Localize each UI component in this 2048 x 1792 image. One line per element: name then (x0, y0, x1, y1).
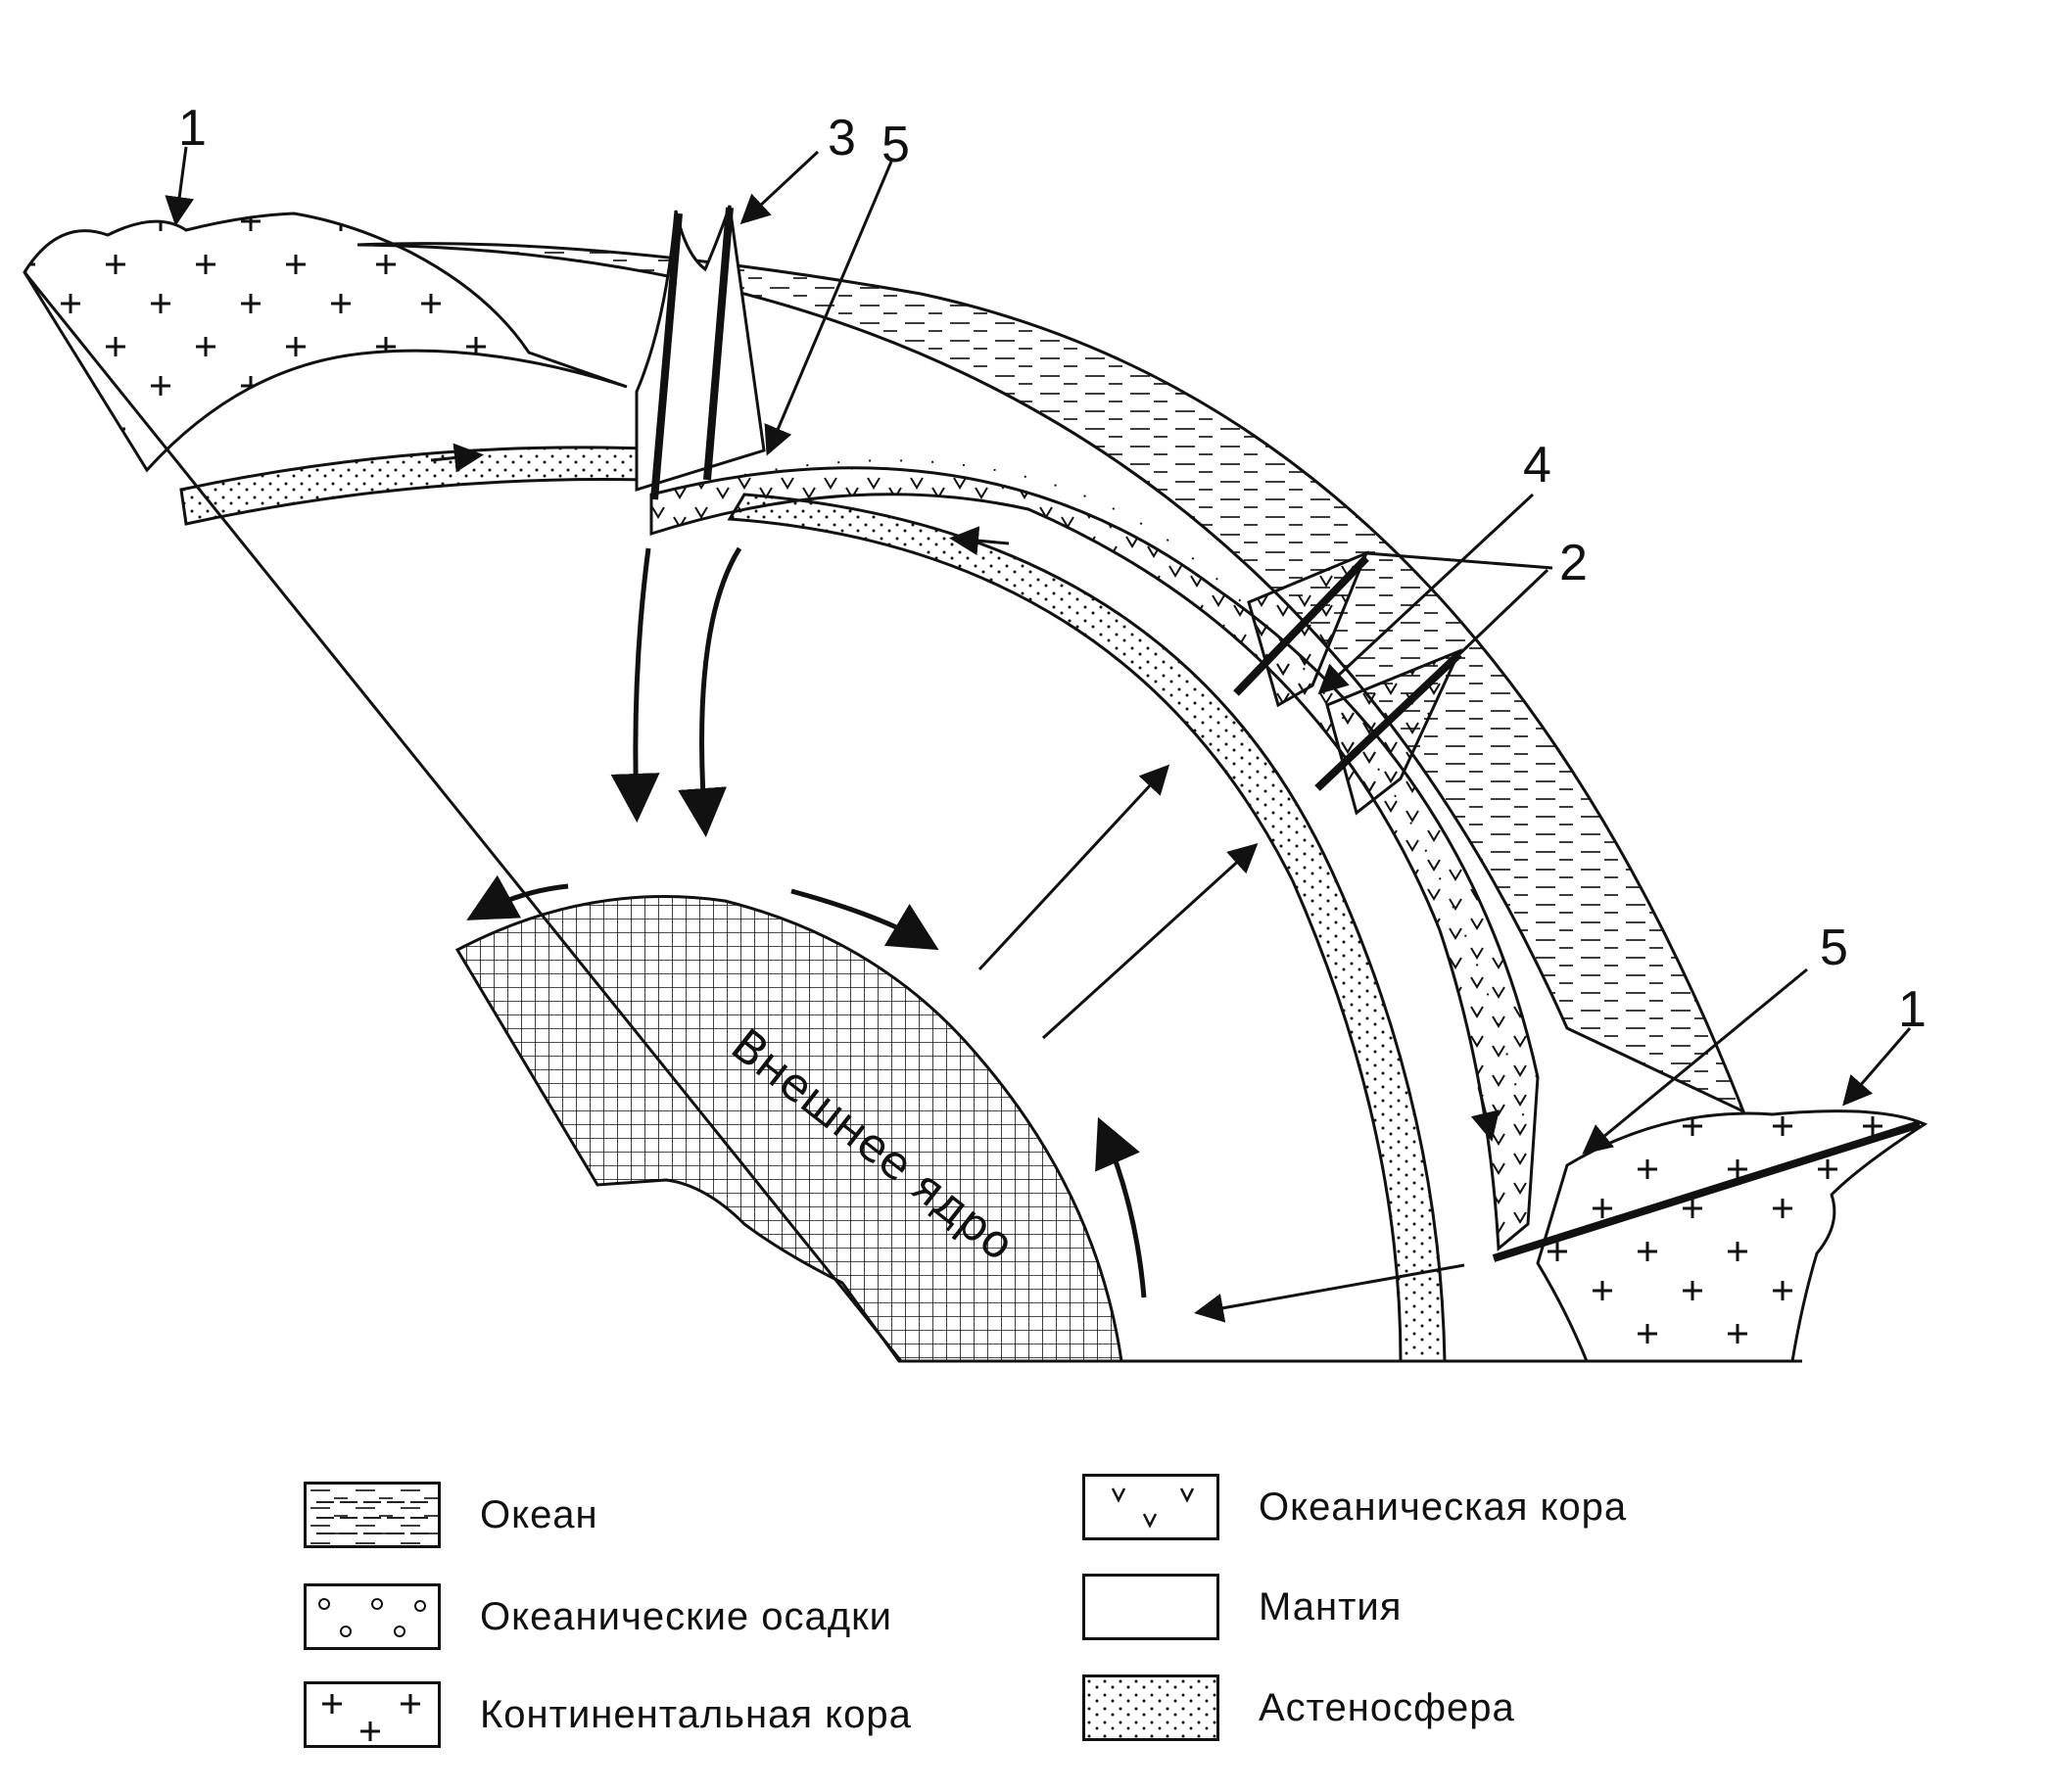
asthenosphere-band (179, 446, 648, 526)
legend-item-ocean: Океан (304, 1482, 598, 1548)
legend-label-asthenosphere: Астеносфера (1259, 1685, 1515, 1729)
arrow-up-right-1 (977, 764, 1170, 971)
ocean-swatch (304, 1482, 441, 1548)
ridge-fault-1 (650, 212, 683, 500)
label-5-bottom: 5 (1820, 920, 1848, 976)
arrow-core-right (790, 888, 939, 951)
label-1-left: 1 (178, 100, 207, 157)
arrow-up-lower (1095, 1116, 1147, 1298)
outer-core (454, 895, 1123, 1363)
oceanic-crust-swatch (1082, 1474, 1219, 1540)
arrow-core-left (466, 874, 569, 920)
arrow-subduct-down (1470, 1086, 1500, 1142)
legend-label-oceanic-crust: Океаническая кора (1259, 1485, 1628, 1529)
arrow-down-1 (610, 547, 660, 823)
legend-item-continental-crust: Континентальная кора (304, 1681, 912, 1748)
legend-item-oceanic-crust: Океаническая кора (1082, 1474, 1627, 1540)
legend-item-mantle: Мантия (1082, 1574, 1402, 1640)
continental-crust-left (23, 212, 628, 473)
legend-label-mantle: Мантия (1259, 1584, 1403, 1628)
mantle-swatch (1082, 1574, 1219, 1640)
legend-label-continental-crust: Континентальная кора (480, 1692, 912, 1736)
legend: Океан Океанические осадки Континентальна… (294, 1474, 1763, 1768)
leader-2-b (1457, 568, 1549, 656)
legend-item-sediments: Океанические осадки (304, 1583, 892, 1650)
ridge-fault-2 (703, 207, 734, 481)
leader-3 (739, 150, 820, 225)
leader-2-a (1365, 551, 1553, 570)
sediments-swatch (304, 1583, 441, 1650)
leader-1-left (165, 146, 195, 226)
label-2: 2 (1559, 535, 1588, 591)
arrow-bottom-left (1194, 1263, 1465, 1323)
leader-4 (1317, 493, 1535, 695)
continental-crust-swatch (304, 1681, 441, 1748)
label-1-right: 1 (1898, 981, 1927, 1038)
leader-1-right (1842, 1027, 1912, 1107)
subduction-fault (1492, 1120, 1922, 1262)
legend-label-ocean: Океан (480, 1492, 598, 1536)
asthenosphere-swatch (1082, 1674, 1219, 1741)
legend-item-asthenosphere: Астеносфера (1082, 1674, 1515, 1741)
arrow-up-right-2 (1041, 842, 1259, 1040)
arrow-astheno-right (430, 443, 484, 473)
island-arc-fault-1 (1233, 555, 1369, 696)
legend-label-sediments: Океанические осадки (480, 1594, 892, 1638)
continental-crust-right (1536, 1109, 1929, 1363)
ridge-volcano (635, 205, 766, 493)
island-arc-fault-2 (1314, 651, 1462, 791)
island-arc-2 (1325, 648, 1462, 816)
leader-5-bottom (1582, 967, 1808, 1155)
asthenosphere-band-right (727, 493, 1447, 1363)
arrow-astheno-left (949, 526, 1010, 556)
label-4: 4 (1523, 437, 1551, 494)
arrow-down-2 (678, 546, 742, 837)
label-5-top: 5 (881, 117, 910, 173)
leader-5-top (764, 161, 893, 456)
label-3: 3 (828, 110, 856, 166)
